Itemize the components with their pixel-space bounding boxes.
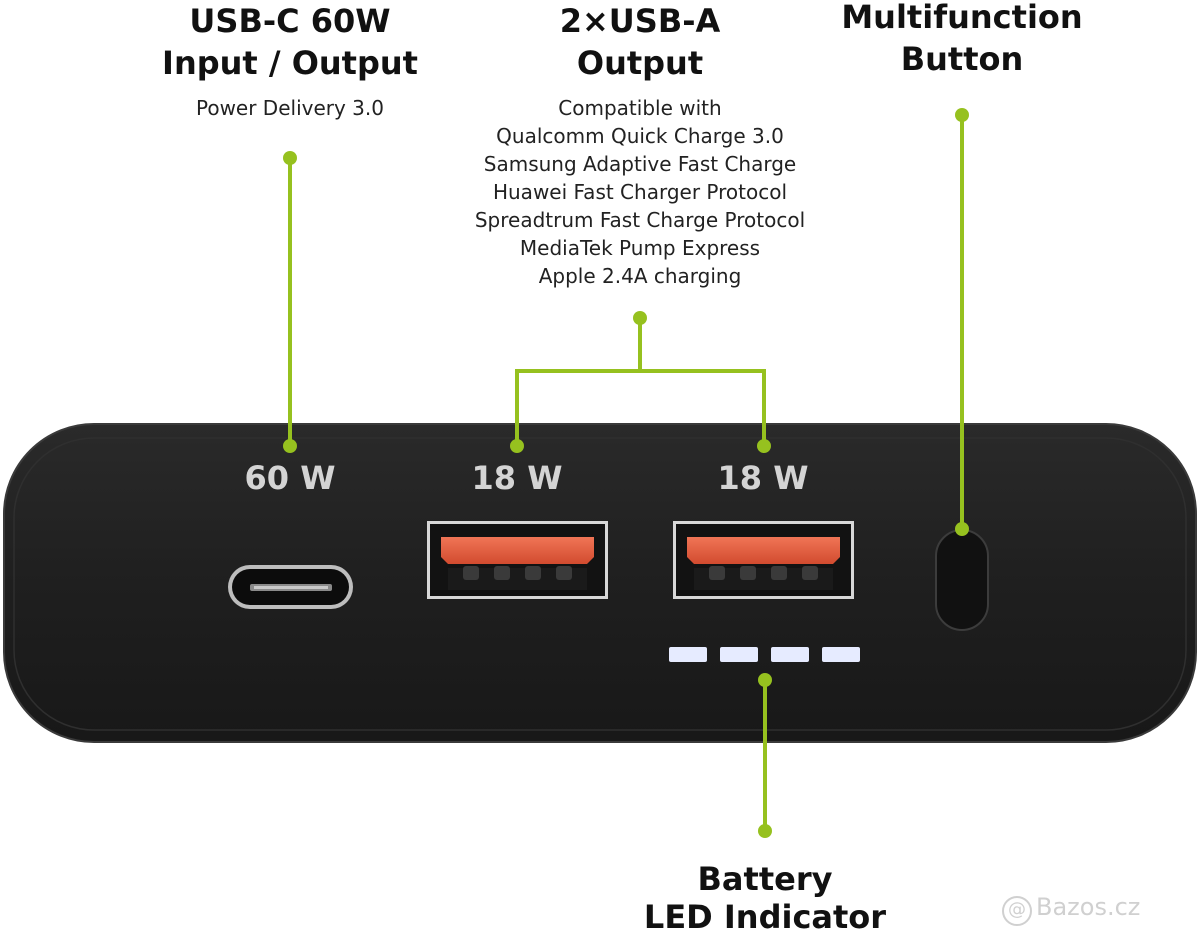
usba-title: 2×USB-A Output: [440, 0, 840, 84]
button-title-line2: Button: [900, 40, 1024, 78]
watermark: @Bazos.cz: [1002, 892, 1140, 926]
watermark-text: Bazos.cz: [1036, 893, 1141, 921]
button-callout-dot-top: [955, 108, 969, 122]
battery-title-line2: LED Indicator: [643, 898, 887, 936]
usba-title-line1: 2×USB-A: [559, 2, 721, 40]
usba-compat-line-1: Compatible with: [558, 96, 722, 120]
usba-title-line2: Output: [576, 44, 704, 82]
usba2-watt-label: 18 W: [717, 459, 809, 497]
usbc-callout-dot-top: [283, 151, 297, 165]
usbc-callout-dot-bottom: [283, 439, 297, 453]
usba-compat-line-3: Samsung Adaptive Fast Charge: [483, 152, 797, 176]
usba-port-2: [673, 521, 854, 599]
usbc-title: USB-C 60W Input / Output: [90, 0, 490, 84]
usbc-title-line2: Input / Output: [162, 44, 418, 82]
led-1: [669, 647, 707, 662]
button-callout-dot-bottom: [955, 522, 969, 536]
usba-compat-line-2: Qualcomm Quick Charge 3.0: [496, 124, 784, 148]
button-title-line1: Multifunction: [841, 0, 1083, 36]
usba-compatibility-list: Compatible with Qualcomm Quick Charge 3.…: [440, 94, 840, 290]
watermark-at-icon: @: [1002, 896, 1032, 926]
battery-led-indicator: [669, 647, 860, 662]
usba-port-1: [427, 521, 608, 599]
led-3: [771, 647, 809, 662]
multifunction-button: [935, 529, 989, 631]
usbc-watt-label: 60 W: [244, 459, 336, 497]
battery-title-line1: Battery: [697, 860, 833, 898]
usba-leader-line-branch: [640, 369, 766, 446]
battery-title: Battery LED Indicator: [615, 860, 915, 936]
usbc-port: [228, 565, 353, 609]
usba-compat-line-7: Apple 2.4A charging: [538, 264, 742, 288]
usba2-callout-dot: [757, 439, 771, 453]
usba-compat-line-5: Spreadtrum Fast Charge Protocol: [474, 208, 806, 232]
usba1-watt-label: 18 W: [471, 459, 563, 497]
usba-leader-line: [515, 318, 642, 446]
battery-callout-dot-top: [758, 673, 772, 687]
usbc-title-line1: USB-C 60W: [189, 2, 391, 40]
usba-compat-line-6: MediaTek Pump Express: [519, 236, 761, 260]
usba1-callout-dot: [510, 439, 524, 453]
usba-callout-dot-top: [633, 311, 647, 325]
button-title: Multifunction Button: [812, 0, 1112, 80]
usbc-subtitle: Power Delivery 3.0: [195, 96, 384, 120]
led-2: [720, 647, 758, 662]
usba-compat-line-4: Huawei Fast Charger Protocol: [492, 180, 788, 204]
power-bank-face: [13, 437, 1187, 731]
led-4: [822, 647, 860, 662]
battery-callout-dot-bottom: [758, 824, 772, 838]
